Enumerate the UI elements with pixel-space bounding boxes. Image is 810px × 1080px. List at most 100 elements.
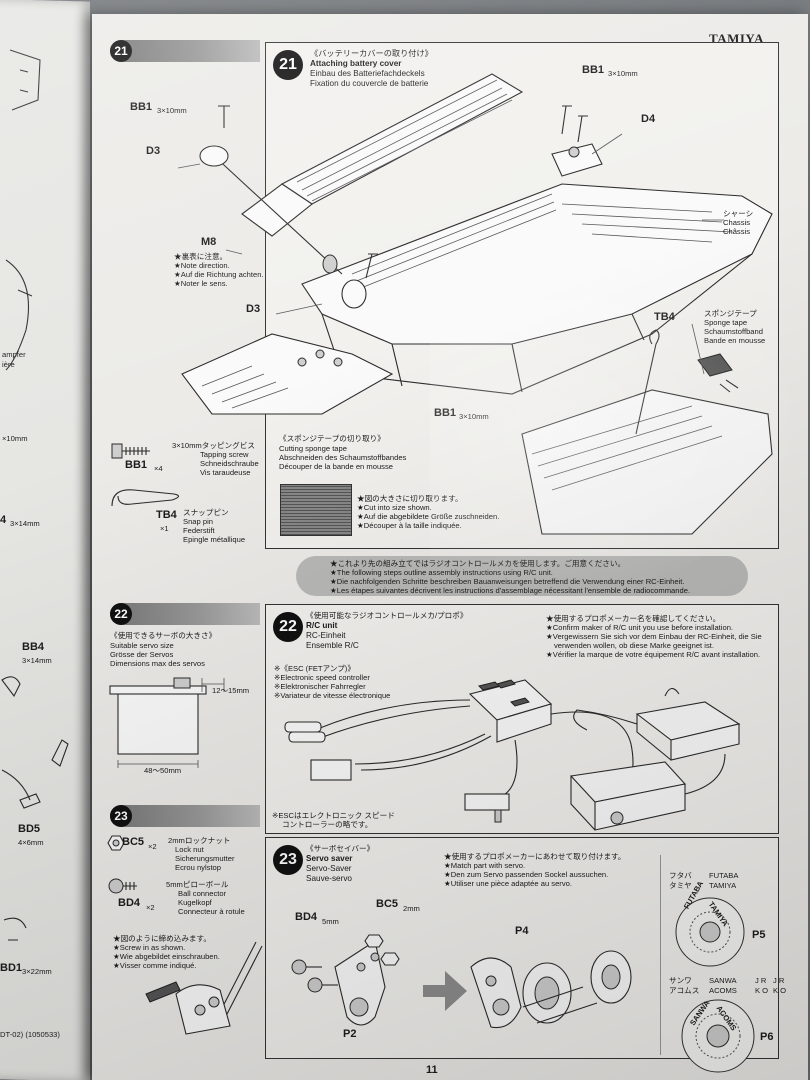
- rc-unit-drawing: [284, 679, 741, 831]
- esc-footnote-1: ※ESCはエレクトロニック スピード: [272, 811, 395, 820]
- label-p5: P5: [752, 929, 766, 941]
- step-21-bar: [110, 40, 260, 62]
- part-bb1-name: BB1: [125, 459, 148, 471]
- servo-size-title-jp: 《使用できるサーボの大きさ》: [110, 631, 217, 640]
- part-bc5-name: BC5: [122, 836, 145, 848]
- left-footer: DT-02) (1050533): [0, 1030, 60, 1039]
- note-direction-de: ★Auf die Richtung achten.: [174, 270, 264, 279]
- label-d3: D3: [146, 145, 161, 157]
- sponge-tape-template: [280, 484, 352, 536]
- label-p2: P2: [343, 1028, 357, 1040]
- step-22-bar: [110, 603, 260, 625]
- step-23-inner-badge: 23: [273, 845, 303, 875]
- servo-size-drawing: [109, 677, 225, 768]
- cutting-title-jp: 《スポンジテープの切り取り》: [279, 434, 385, 443]
- label-bb1-size: 3×10mm: [459, 412, 489, 421]
- left-part-label: BD5: [18, 823, 41, 835]
- label-d4: D4: [641, 113, 656, 125]
- screw-note-en: ★Screw in as shown.: [113, 943, 186, 952]
- part-bc5-jp: 2mmロックナット: [168, 836, 231, 845]
- brand-futaba-jp: フタバ: [669, 871, 692, 880]
- confirm-note-jp: ★使用するプロポメーカー名を確認してください。: [546, 614, 721, 623]
- notice-en: ★The following steps outline assembly in…: [330, 568, 553, 577]
- label-bc5: BC5: [376, 898, 399, 910]
- label-bb1-size: 3×10mm: [608, 69, 638, 78]
- page-number: 11: [426, 1064, 438, 1076]
- step-21-battery-cover-drawing: [177, 73, 773, 535]
- part-bb1-en: Tapping screw: [200, 450, 249, 459]
- rc-title-fr: Ensemble R/C: [306, 641, 359, 650]
- confirm-note-en: ★Confirm maker of R/C unit you use befor…: [546, 623, 734, 632]
- step-21-title-jp: 《バッテリーカバーの取り付け》: [310, 49, 433, 58]
- brand-acoms: ACOMS: [709, 986, 737, 995]
- label-p4: P4: [515, 925, 529, 937]
- screw-note-fr: ★Visser comme indiqué.: [113, 961, 197, 970]
- screw-note-de: ★Wie abgebildet einschrauben.: [113, 952, 220, 961]
- servo-size-title-fr: Dimensions max des servos: [110, 659, 205, 668]
- part-bb1-de: Schneidschraube: [200, 459, 259, 468]
- part-bd4-jp: 5mmピローボール: [166, 880, 229, 889]
- confirm-note-de2: verwenden wollen, ob diese Marke geeigne…: [554, 641, 714, 650]
- step-21-badge: 21: [110, 40, 132, 62]
- part-bb1-jp: 3×10mmタッピングビス: [172, 441, 255, 450]
- confirm-note-fr: ★Vérifier la marque de votre équipement …: [546, 650, 761, 659]
- part-bd4-qty: ×2: [146, 903, 155, 912]
- label-m8: M8: [201, 236, 217, 248]
- screw-note-jp: ★図のように締め込みます。: [113, 934, 211, 943]
- horn-chart: [660, 855, 781, 1055]
- part-bc5-de: Sicherungsmutter: [175, 854, 235, 863]
- rc-title-de: RC-Einheit: [306, 631, 346, 640]
- left-fragment: ampfer: [2, 350, 26, 359]
- rc-title-jp: 《使用可能なラジオコントロールメカ/プロポ》: [306, 611, 468, 620]
- part-tb4-qty: ×1: [160, 524, 169, 533]
- esc-footnote-2: コントローラーの略です。: [282, 820, 373, 829]
- horn-sanwa-acoms: [681, 999, 755, 1073]
- chassis-jp: シャーシ: [723, 209, 754, 218]
- left-fragment: 3×14mm: [10, 519, 40, 528]
- chassis-en: Chassis: [723, 218, 751, 227]
- part-tb4-jp: スナップピン: [183, 508, 229, 517]
- cutting-note-jp: ★図の大きさに切り取ります。: [357, 494, 463, 503]
- brand-acoms-jp: アコムス: [669, 986, 700, 995]
- brand-futaba: FUTABA: [709, 871, 739, 880]
- part-tb4-en: Snap pin: [183, 517, 213, 526]
- cutting-title-de: Abschneiden des Schaumstoffbandes: [279, 453, 407, 462]
- cutting-note-en: ★Cut into size shown.: [357, 503, 432, 512]
- esc-en: ※Electronic speed controller: [274, 673, 370, 682]
- horn-futaba-tamiya: [675, 897, 745, 967]
- notice-fr: ★Les étapes suivantes décrivent les inst…: [330, 586, 691, 595]
- parts-drawings: [111, 443, 180, 507]
- sponge-tape-jp: スポンジテープ: [704, 309, 757, 318]
- label-bb1: BB1: [582, 64, 605, 76]
- confirm-note-de: ★Vergewissern Sie sich vor dem Einbau de…: [546, 632, 762, 641]
- step-21-title-de: Einbau des Batteriefachdeckels: [310, 69, 425, 78]
- esc-fr: ※Variateur de vitesse électronique: [274, 691, 391, 700]
- brand-jr: J R: [755, 976, 767, 985]
- step-23-bar: [110, 805, 260, 827]
- step-23-parts-drawing: [107, 835, 263, 1035]
- part-tb4-name: TB4: [156, 509, 177, 521]
- part-bb1-fr: Vis taraudeuse: [200, 468, 251, 477]
- servo-depth: 12〜15mm: [212, 686, 250, 695]
- brand-ko: K O: [755, 986, 769, 995]
- label-d3: D3: [246, 303, 261, 315]
- cutting-note-fr: ★Découper à la taille indiquée.: [357, 521, 462, 530]
- chassis-fr: Châssis: [723, 227, 751, 236]
- part-bb1-qty: ×4: [154, 464, 163, 473]
- left-part-size: 3×22mm: [22, 967, 52, 976]
- esc-jp: ※《ESC (FETアンプ)》: [274, 664, 355, 673]
- step-22-inner-badge: 22: [273, 612, 303, 642]
- sponge-tape-fr: Bande en mousse: [704, 336, 766, 345]
- match-note-fr: ★Utiliser une pièce adaptée au servo.: [444, 879, 572, 888]
- esc-de: ※Elektronischer Fahrregler: [274, 682, 366, 691]
- left-part-label: BD1: [0, 962, 23, 974]
- brand-tamiya: TAMIYA: [709, 881, 737, 890]
- servo-width: 48〜50mm: [144, 766, 182, 775]
- servo-saver-title-jp: 《サーボセイバー》: [306, 844, 375, 853]
- note-direction-fr: ★Noter le sens.: [174, 279, 228, 288]
- step-23-badge: 23: [110, 805, 132, 827]
- servo-saver-title-en: Servo saver: [306, 854, 353, 863]
- label-bb1: BB1: [434, 407, 457, 419]
- servo-saver-title-de: Servo-Saver: [306, 864, 352, 873]
